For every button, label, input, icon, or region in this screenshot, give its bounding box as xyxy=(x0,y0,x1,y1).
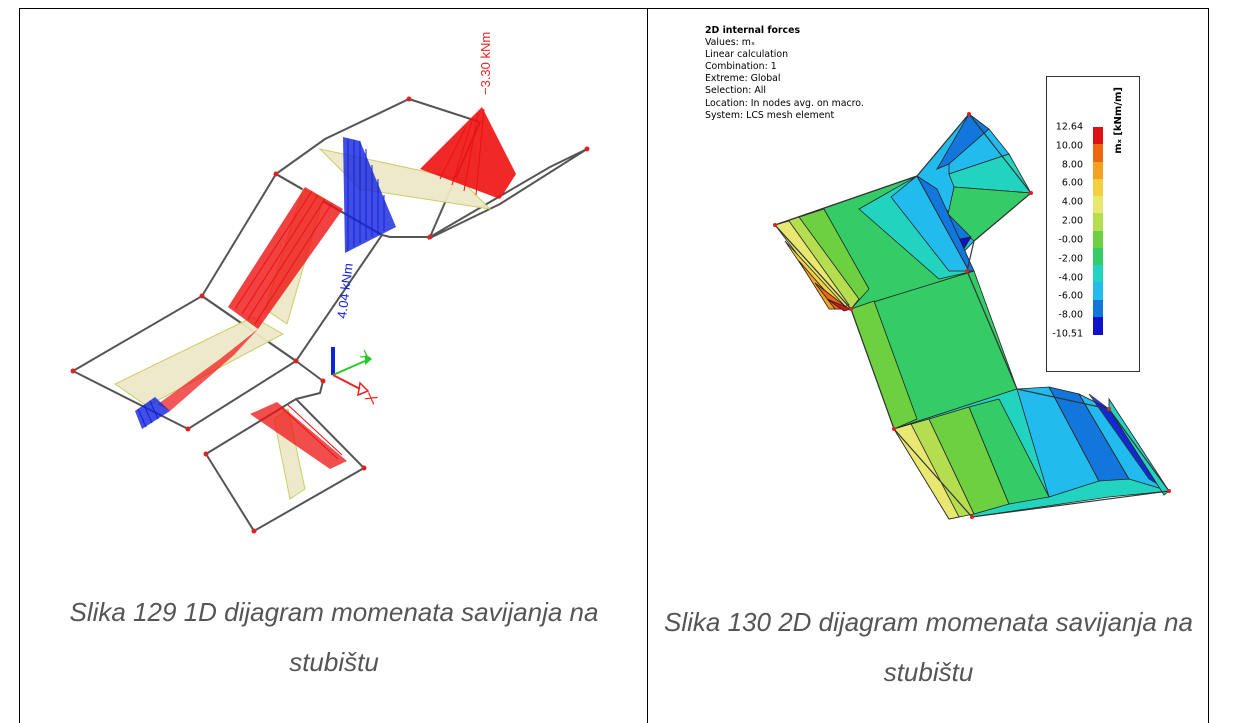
coordinate-axes-icon: Y X xyxy=(331,347,382,407)
info-values: Values: mₓ xyxy=(705,37,756,49)
figure-caption-left: Slika 129 1D dijagram momenata savijanja… xyxy=(69,597,599,677)
legend-swatch xyxy=(1093,247,1103,266)
left-flight-contour xyxy=(774,175,975,312)
legend-value-label: -10.51 xyxy=(1052,328,1083,340)
info-system: System: LCS mesh element xyxy=(705,109,835,121)
info-selection: Selection: All xyxy=(705,85,766,97)
table-frame xyxy=(19,8,1209,723)
figure-caption-right: Slika 130 2D dijagram momenata savijanja… xyxy=(664,607,1193,687)
axis-x-label: X xyxy=(362,390,382,407)
info-title: 2D internal forces xyxy=(705,25,801,36)
legend-value-label: 10.00 xyxy=(1055,140,1083,152)
mesh-nodes xyxy=(70,96,590,534)
table-divider xyxy=(647,8,648,723)
legend-swatch xyxy=(1093,178,1103,197)
info-calc: Linear calculation xyxy=(705,49,789,61)
legend-value-label: 2.00 xyxy=(1061,215,1083,227)
legend-swatch xyxy=(1093,144,1103,162)
legend-value-label: -0.00 xyxy=(1058,234,1083,246)
legend-value-label: -2.00 xyxy=(1058,253,1083,265)
legend-swatch xyxy=(1093,230,1103,249)
info-location: Location: In nodes avg. on macro. xyxy=(705,97,864,109)
legend-swatch xyxy=(1093,213,1103,231)
legend-value-label: -8.00 xyxy=(1058,309,1083,321)
figure-cell-right: 2D internal forces Values: mₓ Linear cal… xyxy=(649,9,1208,723)
negative-moment-hatch xyxy=(234,108,485,460)
figure-cell-left: −3.30 kNm 4.04 kNm Y X Slika 129 1D dija… xyxy=(20,9,647,723)
positive-moment-label: 4.04 kNm xyxy=(334,262,356,319)
legend-value-label: 8.00 xyxy=(1061,159,1083,171)
analysis-info-block: 2D internal forces Values: mₓ Linear cal… xyxy=(705,25,864,122)
legend-swatch xyxy=(1093,265,1103,283)
legend-value-label: 4.00 xyxy=(1061,196,1083,208)
legend-value-label: -4.00 xyxy=(1058,272,1083,284)
legend-swatch xyxy=(1093,316,1103,335)
bending-moment-2d-contour xyxy=(773,112,1171,520)
legend-swatch xyxy=(1093,161,1103,180)
legend-swatch xyxy=(1093,196,1103,214)
legend-value-label: 6.00 xyxy=(1061,177,1083,189)
legend-swatch xyxy=(1093,127,1103,145)
legend-unit: mₓ [kNm/m] xyxy=(1113,87,1124,154)
negative-moment-diagram xyxy=(158,107,516,469)
info-combination: Combination: 1 xyxy=(705,61,777,73)
legend-value-label: 12.64 xyxy=(1055,121,1083,133)
middle-flight-contour xyxy=(850,270,1018,430)
legend-swatch xyxy=(1093,282,1103,300)
info-extreme: Extreme: Global xyxy=(705,73,781,85)
negative-moment-label: −3.30 kNm xyxy=(478,32,493,95)
lower-flight-contour xyxy=(893,386,1171,520)
positive-moment-hatch xyxy=(137,139,385,428)
color-scale-legend: mₓ [kNm/m] 12.64 10.00 8.00 6.00 4.00 2.00 -0.… xyxy=(1046,76,1140,372)
contour-nodes xyxy=(773,112,1171,519)
legend-swatch xyxy=(1093,299,1103,318)
legend-value-label: -6.00 xyxy=(1058,290,1083,302)
bending-moment-1d-diagram: −3.30 kNm 4.04 kNm Y X xyxy=(70,32,590,534)
